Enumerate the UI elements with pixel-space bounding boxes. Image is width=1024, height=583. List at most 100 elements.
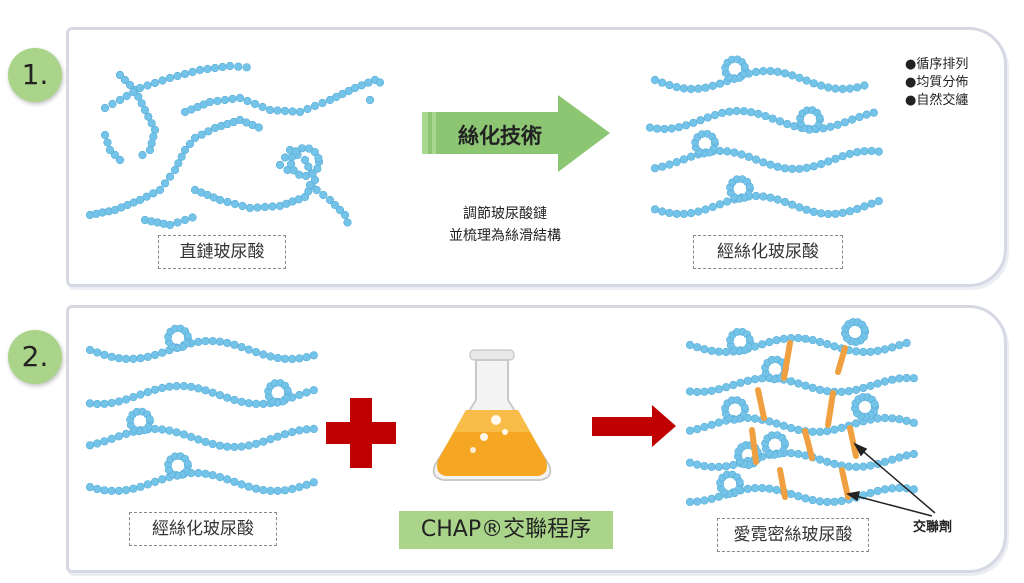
bead [679,155,689,164]
bead [759,66,768,76]
bead [714,418,724,427]
bead [158,425,167,434]
bead [772,419,781,428]
bead [754,109,763,118]
bead [743,484,752,494]
bead [775,117,785,126]
bead [874,147,883,156]
bead [866,461,875,470]
legend-item: ●循序排列 [905,57,969,72]
bead [653,124,662,133]
bead [108,99,117,109]
bead [258,102,267,112]
bead [823,340,832,349]
bead [107,434,116,443]
green-arrow-icon [422,95,610,172]
bead [779,334,789,344]
bead [844,387,853,396]
bead [845,149,855,158]
bead [815,427,825,437]
bead [335,205,345,215]
bead [242,63,251,72]
bead [121,429,131,439]
bead [288,428,297,437]
bead [786,377,796,386]
bead [93,399,102,409]
bead [686,84,696,94]
bead [824,209,833,219]
bead [85,441,95,450]
bead [280,106,290,116]
bead [772,485,781,495]
bead [250,99,260,109]
bead [851,347,861,356]
bead [302,425,311,434]
bead [120,75,130,85]
bead [802,205,811,214]
bead [135,83,145,93]
bead [129,354,138,364]
bead [187,432,196,442]
bead [658,78,667,87]
bead [830,425,839,434]
bead [701,205,710,214]
bead [902,416,911,425]
bead [693,343,702,352]
bead [173,218,182,227]
bead [815,385,825,394]
bead [183,331,192,340]
bead [838,152,847,161]
bead [295,426,304,435]
bead [740,62,749,71]
bead [780,438,789,447]
bead [288,107,297,116]
bead [888,375,897,384]
bead [188,67,197,77]
bead [880,345,890,354]
bead [252,439,261,448]
bead [824,83,833,92]
bead [93,348,102,357]
bead [252,399,261,409]
bead [867,146,876,156]
bead [650,164,660,173]
bead [265,105,275,115]
bead [739,107,749,116]
bead [658,207,667,216]
bead [650,205,660,214]
bead [266,435,275,444]
bead [230,199,240,209]
bead [304,162,313,171]
bead [110,150,120,160]
bead [100,486,109,495]
bead [266,352,275,361]
bead [295,483,304,492]
bead [809,162,818,171]
bead [840,118,850,127]
bead [729,460,738,470]
bead [208,337,217,346]
bead [136,390,145,399]
bead [650,75,660,85]
bead [188,213,197,222]
bead [751,155,761,164]
bead [318,98,327,108]
bead [715,79,725,88]
bead [259,486,268,495]
legend-properties: ●循序排列 ●均質分佈 ●自然交纏 [905,56,968,110]
bead [237,442,246,451]
bead [758,484,767,493]
bead [895,415,904,424]
bead [195,65,205,75]
bead [744,152,754,161]
bead [780,164,790,173]
bead [223,442,232,451]
arrow-text-silk-technology: 絲化技術 [458,124,542,148]
bead [801,334,810,343]
bead [180,215,190,225]
legend-item: ●自然交纏 [905,93,969,108]
bead [180,145,190,155]
bead [201,386,210,395]
step-badge-1: 1. [8,48,62,102]
